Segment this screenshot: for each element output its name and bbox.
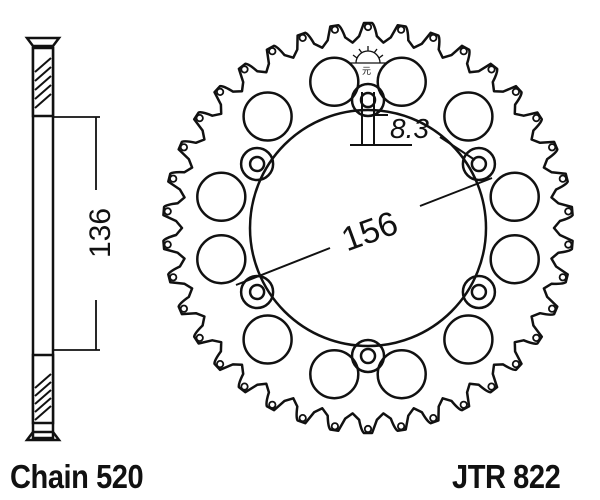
chain-size-label: Chain 520 bbox=[10, 458, 144, 495]
svg-text:元: 元 bbox=[362, 67, 371, 77]
bolt-circle-dimension: 156 bbox=[337, 204, 403, 259]
sprocket-side-view bbox=[24, 36, 100, 442]
manufacturer-logo-icon: 元 bbox=[350, 46, 386, 77]
bolt-hole-dimension: 8.3 bbox=[390, 113, 429, 144]
side-height-dimension: 136 bbox=[84, 208, 117, 258]
dimension-lines bbox=[235, 92, 493, 286]
part-number-label: JTR 822 bbox=[452, 458, 561, 495]
sprocket-front-view bbox=[162, 21, 574, 435]
